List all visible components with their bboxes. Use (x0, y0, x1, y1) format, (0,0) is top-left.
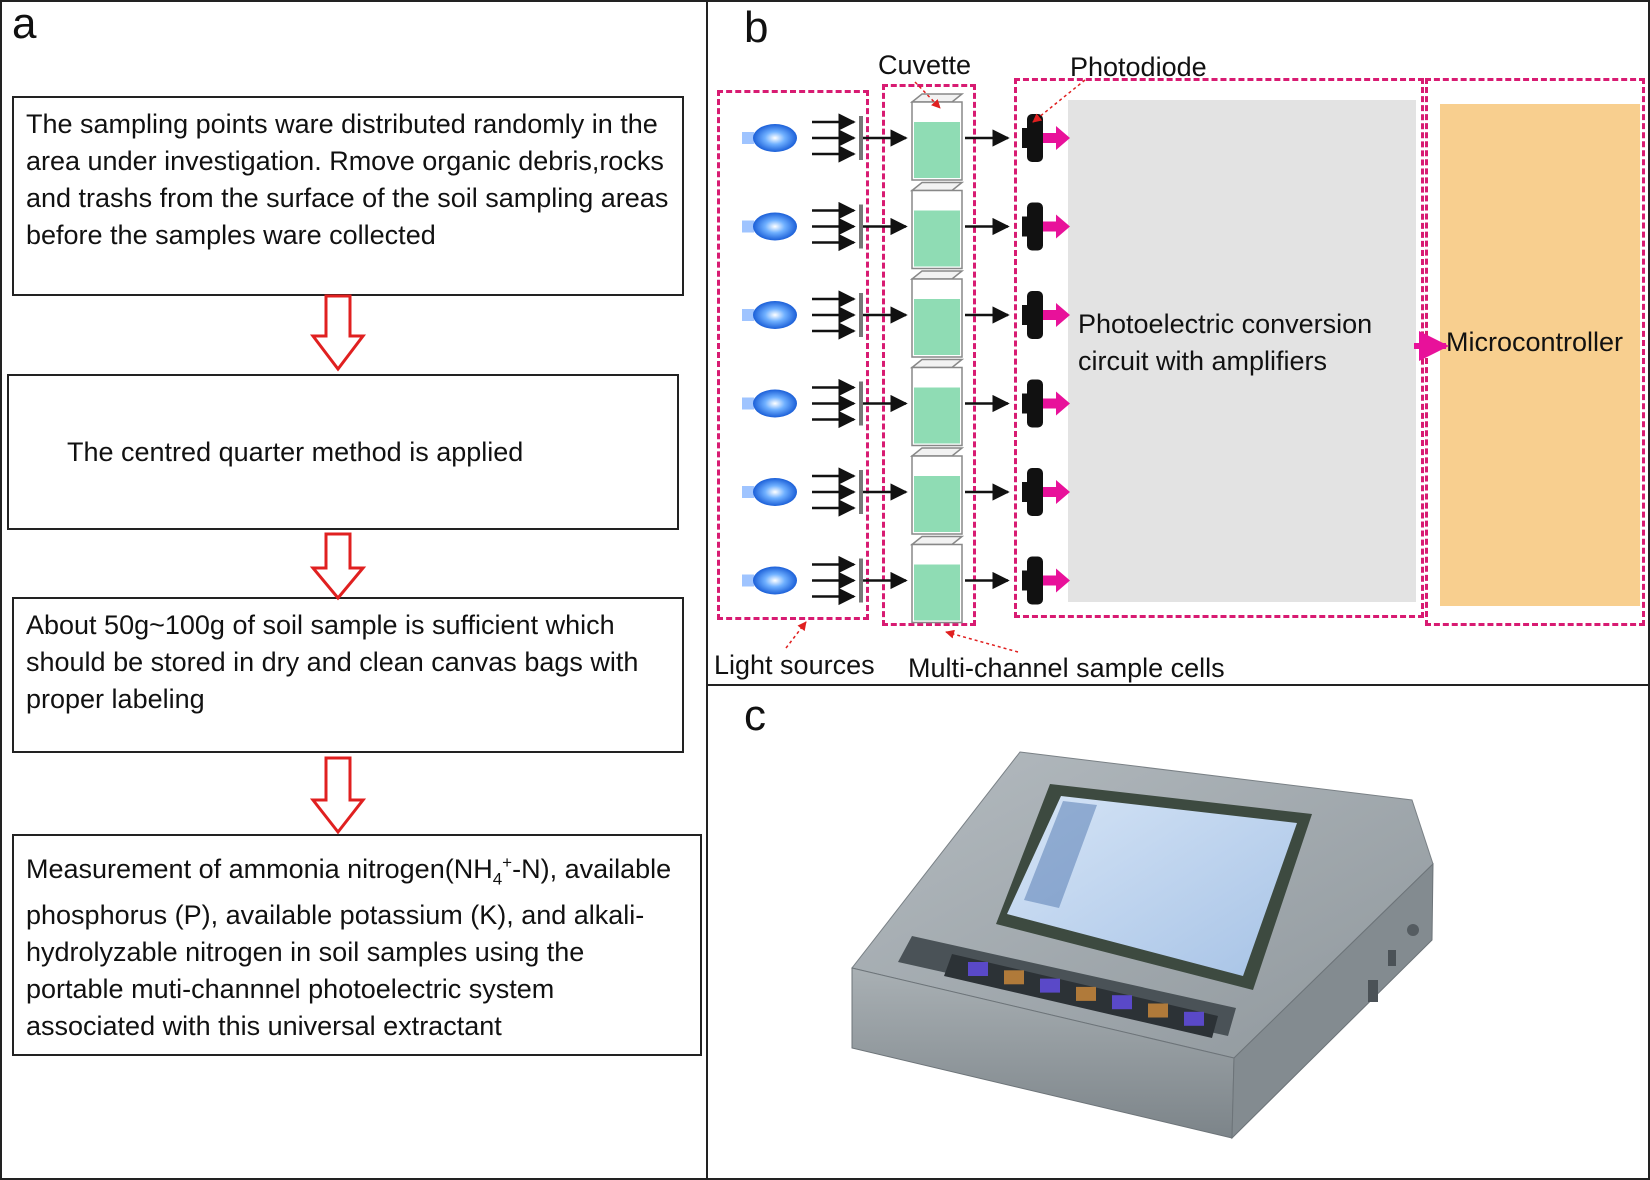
measurement-subscript: 4 (492, 869, 503, 889)
sample-cells-label: Multi-channel sample cells (908, 653, 1225, 683)
microcontroller-block (1440, 104, 1640, 606)
panel-a-letter: a (12, 0, 37, 48)
measurement-rest: -N), available phosphorus (P), available… (26, 854, 672, 1042)
circuit-label: Photoelectric conversion circuit with am… (1078, 309, 1373, 376)
flow-step-quarter: The centred quarter method is applied (7, 374, 679, 530)
panel-b-letter: b (744, 3, 769, 52)
microcontroller-label: Microcontroller (1446, 327, 1624, 357)
flow-step-storage: About 50g~100g of soil sample is suffici… (12, 597, 684, 753)
cuvette-label: Cuvette (878, 50, 972, 80)
measurement-superscript: + (502, 853, 513, 872)
photodiode-label: Photodiode (1070, 52, 1207, 82)
flow-step-measurement-text: Measurement of ammonia nitrogen(NH4+-N),… (26, 844, 688, 1045)
flow-step-quarter-text: The centred quarter method is applied (67, 436, 524, 467)
panel-c-frame (706, 684, 1650, 1180)
measurement-lead: Measurement of ammonia nitrogen(NH (26, 854, 493, 884)
flow-step-sampling: The sampling points ware distributed ran… (12, 96, 684, 296)
flow-step-storage-text: About 50g~100g of soil sample is suffici… (26, 610, 639, 714)
circuit-block (1068, 100, 1416, 602)
light-sources-label: Light sources (714, 650, 875, 680)
sample-cells-group (882, 84, 976, 626)
flow-step-measurement: Measurement of ammonia nitrogen(NH4+-N),… (12, 834, 702, 1056)
light-sources-group (717, 90, 869, 620)
flow-step-sampling-text: The sampling points ware distributed ran… (26, 109, 669, 250)
panel-c-letter: c (744, 691, 766, 740)
